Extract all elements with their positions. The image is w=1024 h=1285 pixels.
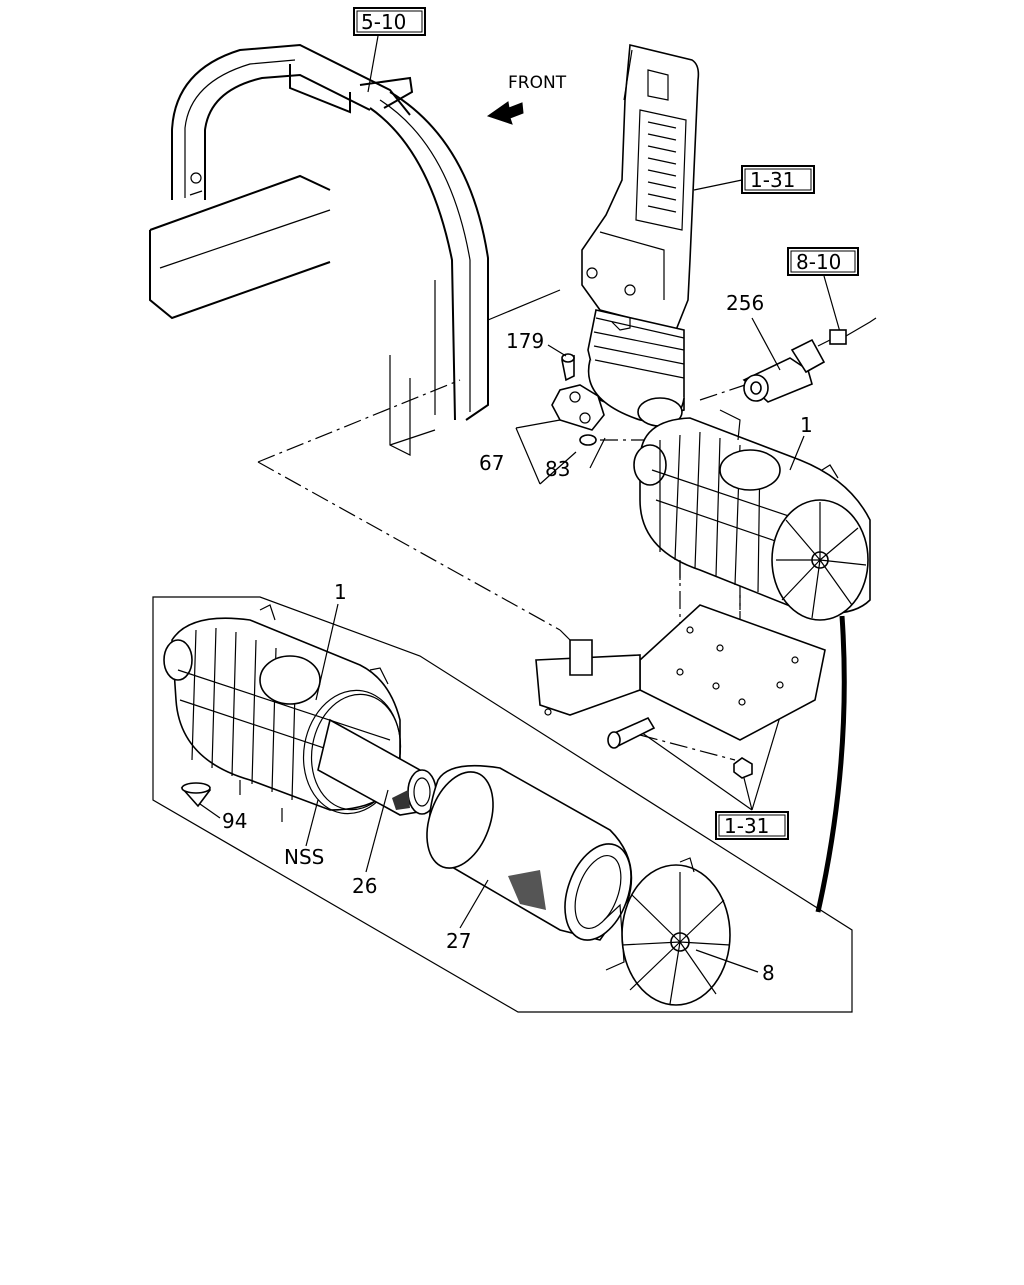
ref-1-31-bottom-label: 1-31 (724, 814, 769, 838)
callout-1-top[interactable]: 1 (800, 413, 813, 437)
mounting-bracket (535, 604, 826, 779)
callout-83[interactable]: 83 (545, 457, 570, 481)
exploded-view-frame (152, 596, 853, 1013)
callout-179[interactable]: 179 (506, 329, 544, 353)
callout-256[interactable]: 256 (726, 291, 764, 315)
ref-box-5-10[interactable]: 5-10 (353, 7, 426, 93)
ref-box-1-31-bottom[interactable]: 1-31 (637, 709, 789, 840)
ref-1-31-top-label: 1-31 (750, 168, 795, 192)
front-arrow-icon (486, 101, 524, 125)
bracket-parts (515, 344, 606, 485)
callout-94[interactable]: 94 (222, 809, 247, 833)
callouts: 179 256 1 67 83 1 94 NSS 26 27 8 (199, 291, 813, 985)
cab-frame (149, 43, 561, 456)
evacuator-cup-94 (180, 782, 212, 808)
air-cleaner-assembly-top (633, 409, 871, 621)
callout-67[interactable]: 67 (479, 451, 504, 475)
restriction-indicator-256 (742, 317, 877, 403)
primary-element-27 (426, 764, 633, 941)
group-bracket (815, 615, 847, 913)
callout-26[interactable]: 26 (352, 874, 377, 898)
front-direction-indicator: FRONT (486, 73, 567, 125)
callout-nss[interactable]: NSS (284, 845, 324, 869)
cover-8 (603, 857, 731, 1006)
ref-5-10-label: 5-10 (361, 10, 406, 34)
ref-box-1-31-top[interactable]: 1-31 (693, 165, 815, 194)
ref-8-10-label: 8-10 (796, 250, 841, 274)
ref-box-8-10[interactable]: 8-10 (787, 247, 859, 333)
front-label: FRONT (508, 73, 567, 93)
callout-27[interactable]: 27 (446, 929, 471, 953)
air-intake-duct (581, 44, 700, 427)
callout-1-bottom[interactable]: 1 (334, 580, 347, 604)
callout-8[interactable]: 8 (762, 961, 775, 985)
